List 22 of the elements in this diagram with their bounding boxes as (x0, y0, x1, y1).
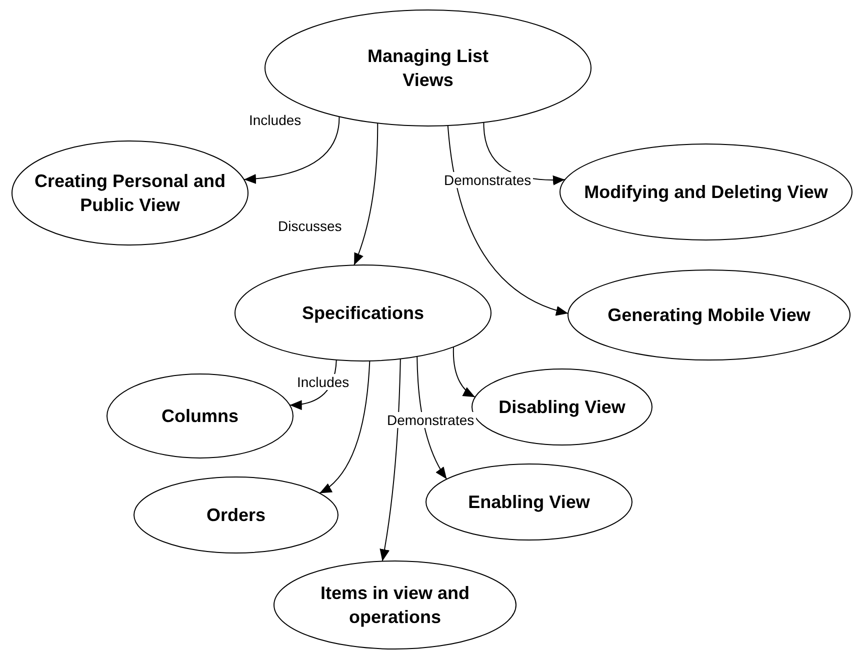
node-label: Items in view and operations (319, 582, 471, 629)
node-label: Orders (206, 504, 266, 527)
arrow (319, 360, 370, 494)
edge-label: Demonstrates (442, 172, 534, 188)
edge-label: Demonstrates (385, 412, 476, 428)
arrow (354, 122, 378, 266)
node-label: Creating Personal and Public View (33, 170, 227, 217)
edge-label: Includes (295, 374, 352, 390)
node-label: Columns (161, 405, 238, 428)
arrow (452, 346, 476, 398)
arrow (416, 356, 448, 480)
edge-label: Includes (247, 112, 304, 128)
edge-label: Discusses (276, 218, 344, 234)
arrow (447, 125, 569, 315)
node-label: Generating Mobile View (608, 304, 810, 327)
node-label: Managing List Views (366, 45, 490, 92)
node-label: Disabling View (498, 396, 626, 419)
node-label: Specifications (302, 302, 424, 325)
node-label: Modifying and Deleting View (584, 181, 828, 204)
arrow (380, 358, 401, 562)
arrow (243, 116, 340, 184)
node-label: Enabling View (468, 491, 590, 514)
